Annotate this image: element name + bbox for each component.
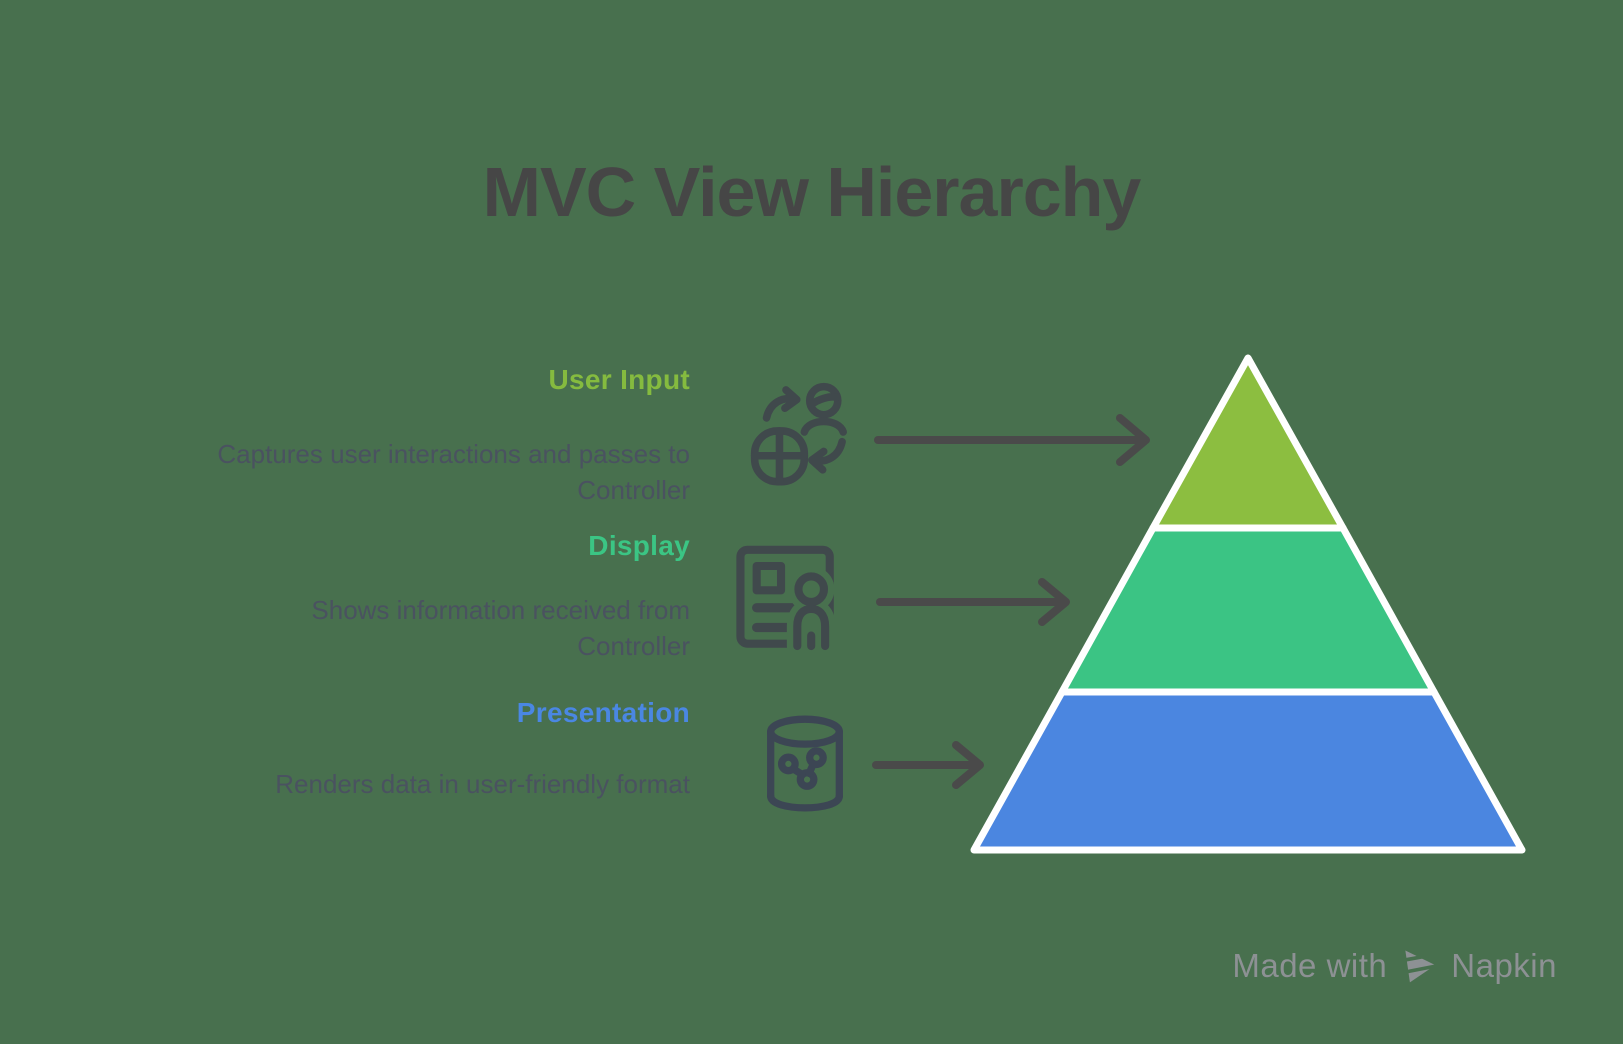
section-label-text: Display: [588, 530, 690, 561]
profile-card-icon: [729, 537, 847, 653]
napkin-logo-icon: [1399, 946, 1439, 986]
desc-line: Controller: [577, 475, 690, 505]
arrow-display: [874, 570, 1094, 634]
database-share-icon: [756, 714, 854, 818]
section-desc-display: Shows information received from Controll…: [80, 592, 690, 664]
section-desc-user-input: Captures user interactions and passes to…: [80, 436, 690, 508]
section-desc-presentation: Renders data in user-friendly format: [80, 766, 690, 802]
desc-line: Shows information received from: [311, 595, 690, 625]
pyramid-chart: [958, 342, 1543, 864]
desc-line: Controller: [577, 631, 690, 661]
pyramid-tier-top: [1149, 354, 1347, 532]
watermark-brand: Napkin: [1451, 947, 1557, 984]
arrow-user-input: [872, 408, 1172, 472]
user-exchange-icon: [746, 378, 854, 486]
arrow-presentation: [872, 733, 1002, 797]
watermark-prefix: Made with: [1232, 947, 1388, 984]
desc-line: Renders data in user-friendly format: [275, 769, 690, 799]
pyramid-tier-bottom: [970, 688, 1526, 854]
section-label-text: User Input: [548, 364, 690, 395]
made-with-napkin-watermark: Made with Napkin: [1232, 946, 1557, 986]
section-label-presentation: Presentation: [80, 697, 690, 729]
section-label-display: Display: [80, 530, 690, 562]
section-label-text: Presentation: [516, 697, 690, 728]
page-title: MVC View Hierarchy: [482, 153, 1142, 231]
pyramid-tier-middle: [1058, 524, 1438, 696]
section-label-user-input: User Input: [80, 364, 690, 396]
desc-line: Captures user interactions and passes to: [217, 439, 690, 469]
